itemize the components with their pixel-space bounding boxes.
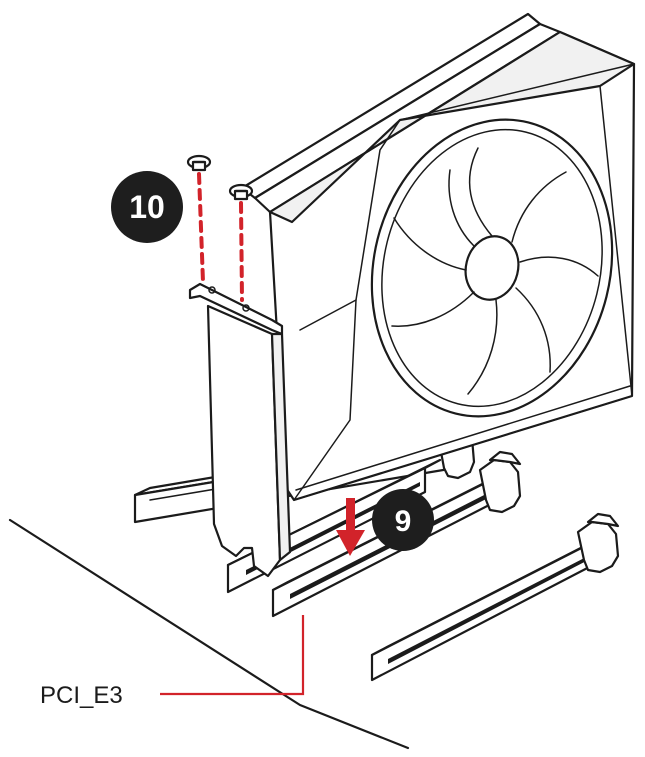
- screw-icon: [230, 185, 252, 199]
- slot-label: PCI_E3: [40, 682, 123, 709]
- step-9-label: 9: [395, 505, 412, 538]
- graphics-card: [242, 14, 643, 500]
- io-bracket: [190, 284, 290, 576]
- step-badge-9: 9: [372, 489, 434, 551]
- step-badge-10: 10: [111, 171, 183, 243]
- screw-icon: [188, 156, 210, 170]
- step-10-label: 10: [129, 189, 165, 225]
- slot-callout-line: [160, 615, 303, 694]
